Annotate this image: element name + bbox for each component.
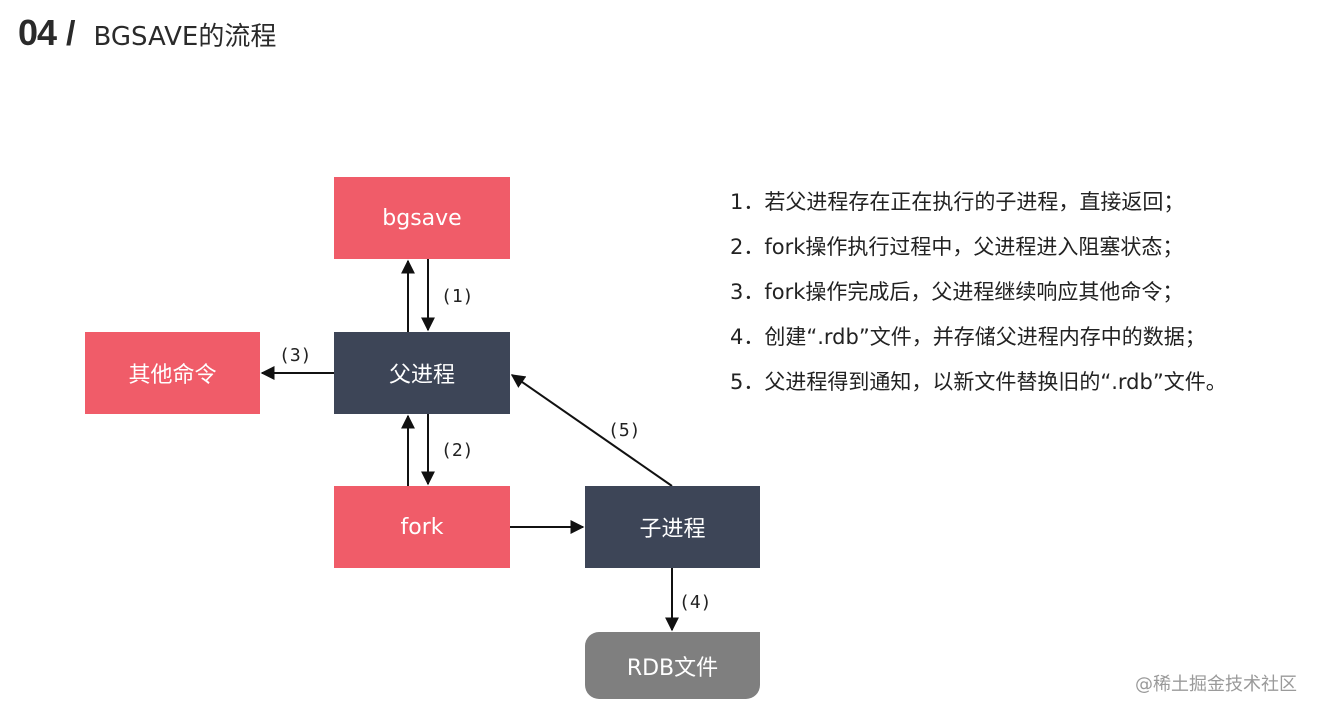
section-number: 04 (18, 12, 57, 53)
edge-label-3: (3) (279, 345, 312, 366)
page-header: 04 / BGSAVE的流程 (18, 12, 276, 58)
node-parent-process: 父进程 (334, 332, 510, 414)
node-rdb-file: RDB文件 (585, 632, 760, 699)
node-fork: fork (334, 486, 510, 568)
page-title: BGSAVE的流程 (93, 22, 277, 52)
step-item: 3．fork操作完成后，父进程继续响应其他命令； (730, 280, 1184, 304)
node-bgsave: bgsave (334, 177, 510, 259)
edge-child-to-parent (510, 374, 673, 487)
step-item: 4．创建“.rdb”文件，并存储父进程内存中的数据； (730, 325, 1206, 349)
edge-label-5: (5) (608, 420, 641, 441)
node-other-commands: 其他命令 (85, 332, 260, 414)
node-child-process: 子进程 (585, 486, 760, 568)
step-item: 1．若父进程存在正在执行的子进程，直接返回； (730, 190, 1185, 214)
edge-label-2: (2) (441, 440, 474, 461)
watermark: @稀土掘金技术社区 (1135, 674, 1297, 695)
steps-list: 1．若父进程存在正在执行的子进程，直接返回； 2．fork操作执行过程中，父进程… (730, 185, 1310, 410)
step-item: 5．父进程得到通知，以新文件替换旧的“.rdb”文件。 (730, 370, 1227, 394)
edge-label-1: (1) (441, 286, 474, 307)
step-item: 2．fork操作执行过程中，父进程进入阻塞状态； (730, 235, 1184, 259)
edge-label-4: (4) (679, 592, 712, 613)
section-slash: / (66, 15, 76, 53)
